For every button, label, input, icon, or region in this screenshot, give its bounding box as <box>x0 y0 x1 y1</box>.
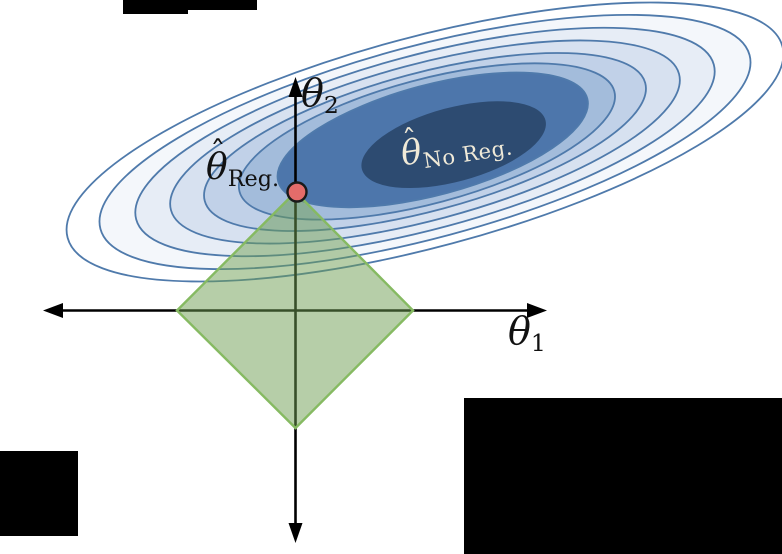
x-axis-label: θ1 <box>508 309 546 355</box>
y-axis-bottom-arrowhead-icon <box>288 523 303 543</box>
theta-symbol: θ <box>301 71 324 115</box>
redaction-top-left-b <box>188 0 257 10</box>
x-axis-right-arrowhead-icon <box>527 303 547 318</box>
axis-subscript: 1 <box>530 329 546 358</box>
estimate-subscript: Reg. <box>227 165 280 192</box>
theta-symbol: θ <box>206 147 228 188</box>
l1-constraint-diamond <box>175 190 415 430</box>
regularized-estimate-point <box>286 181 308 203</box>
y-axis-label: θ2 <box>301 71 339 117</box>
redaction-bottom-left <box>0 451 78 536</box>
redaction-bottom-right <box>464 398 782 554</box>
hat-accent: ˆ <box>210 135 226 171</box>
x-axis-left-arrowhead-icon <box>43 303 63 318</box>
redaction-top-left-a <box>123 0 188 14</box>
theta-symbol: θ <box>508 309 531 353</box>
axis-subscript: 2 <box>323 91 339 120</box>
loss-contours <box>65 1 782 283</box>
y-axis-top-arrowhead-icon <box>288 77 303 97</box>
contour-core-ellipse <box>361 101 546 189</box>
